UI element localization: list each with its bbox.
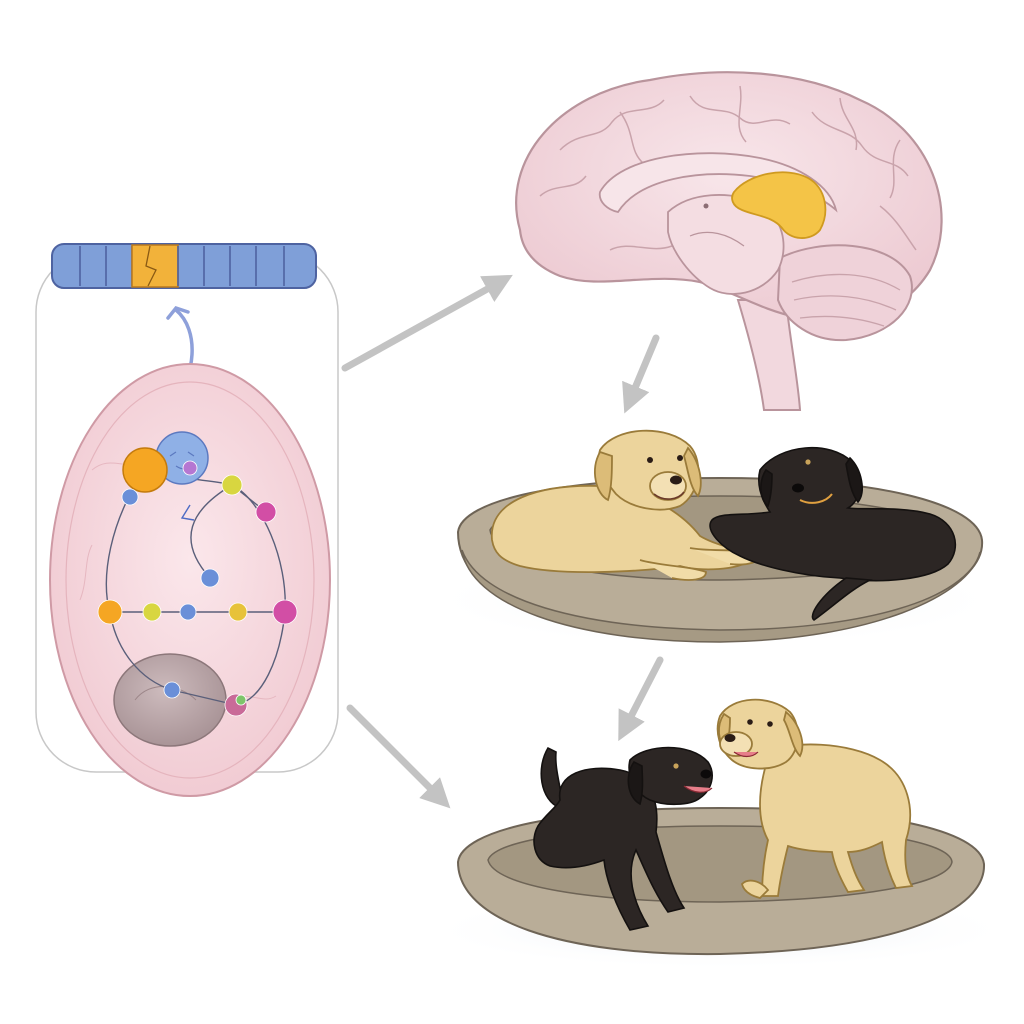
arrow-cell-to-dogs-active: [346, 704, 451, 809]
network-node: [179, 603, 197, 621]
network-nodes: [97, 431, 298, 717]
network-node: [121, 488, 139, 506]
yellow-dog-lying: [491, 429, 760, 581]
network-node: [163, 681, 181, 699]
brainstem: [736, 299, 802, 411]
chromosome-highlight-band: [131, 244, 179, 288]
black-dog-standing: [533, 746, 713, 931]
network-node: [97, 599, 123, 625]
arrow-brain-to-dogs-resting: [622, 334, 660, 414]
chromosome-segment: [51, 243, 317, 289]
arrow-dogs-resting-to-dogs-active: [618, 656, 664, 742]
network-node: [200, 568, 220, 588]
dogs-resting-panel: [425, 429, 1005, 648]
network-node: [228, 602, 248, 622]
network-node: [255, 501, 277, 523]
black-dog-lying: [709, 446, 957, 621]
dogs-active-panel: [420, 698, 1020, 970]
network-node: [182, 460, 198, 476]
hub-node-orange: [122, 447, 168, 493]
arrow-cell-to-brain: [341, 274, 513, 372]
flow-arrows: [341, 274, 664, 809]
midbrain: [667, 194, 785, 295]
network-node: [272, 599, 298, 625]
network-node: [142, 602, 162, 622]
network-node: [221, 474, 243, 496]
yellow-dog-standing: [716, 698, 914, 899]
cell-pathway-panel: [35, 243, 339, 797]
cerebellum: [776, 244, 913, 342]
network-node: [235, 694, 247, 706]
highlighted-brain-region: [731, 171, 827, 239]
nucleus: [113, 653, 227, 747]
brain: [515, 71, 943, 411]
